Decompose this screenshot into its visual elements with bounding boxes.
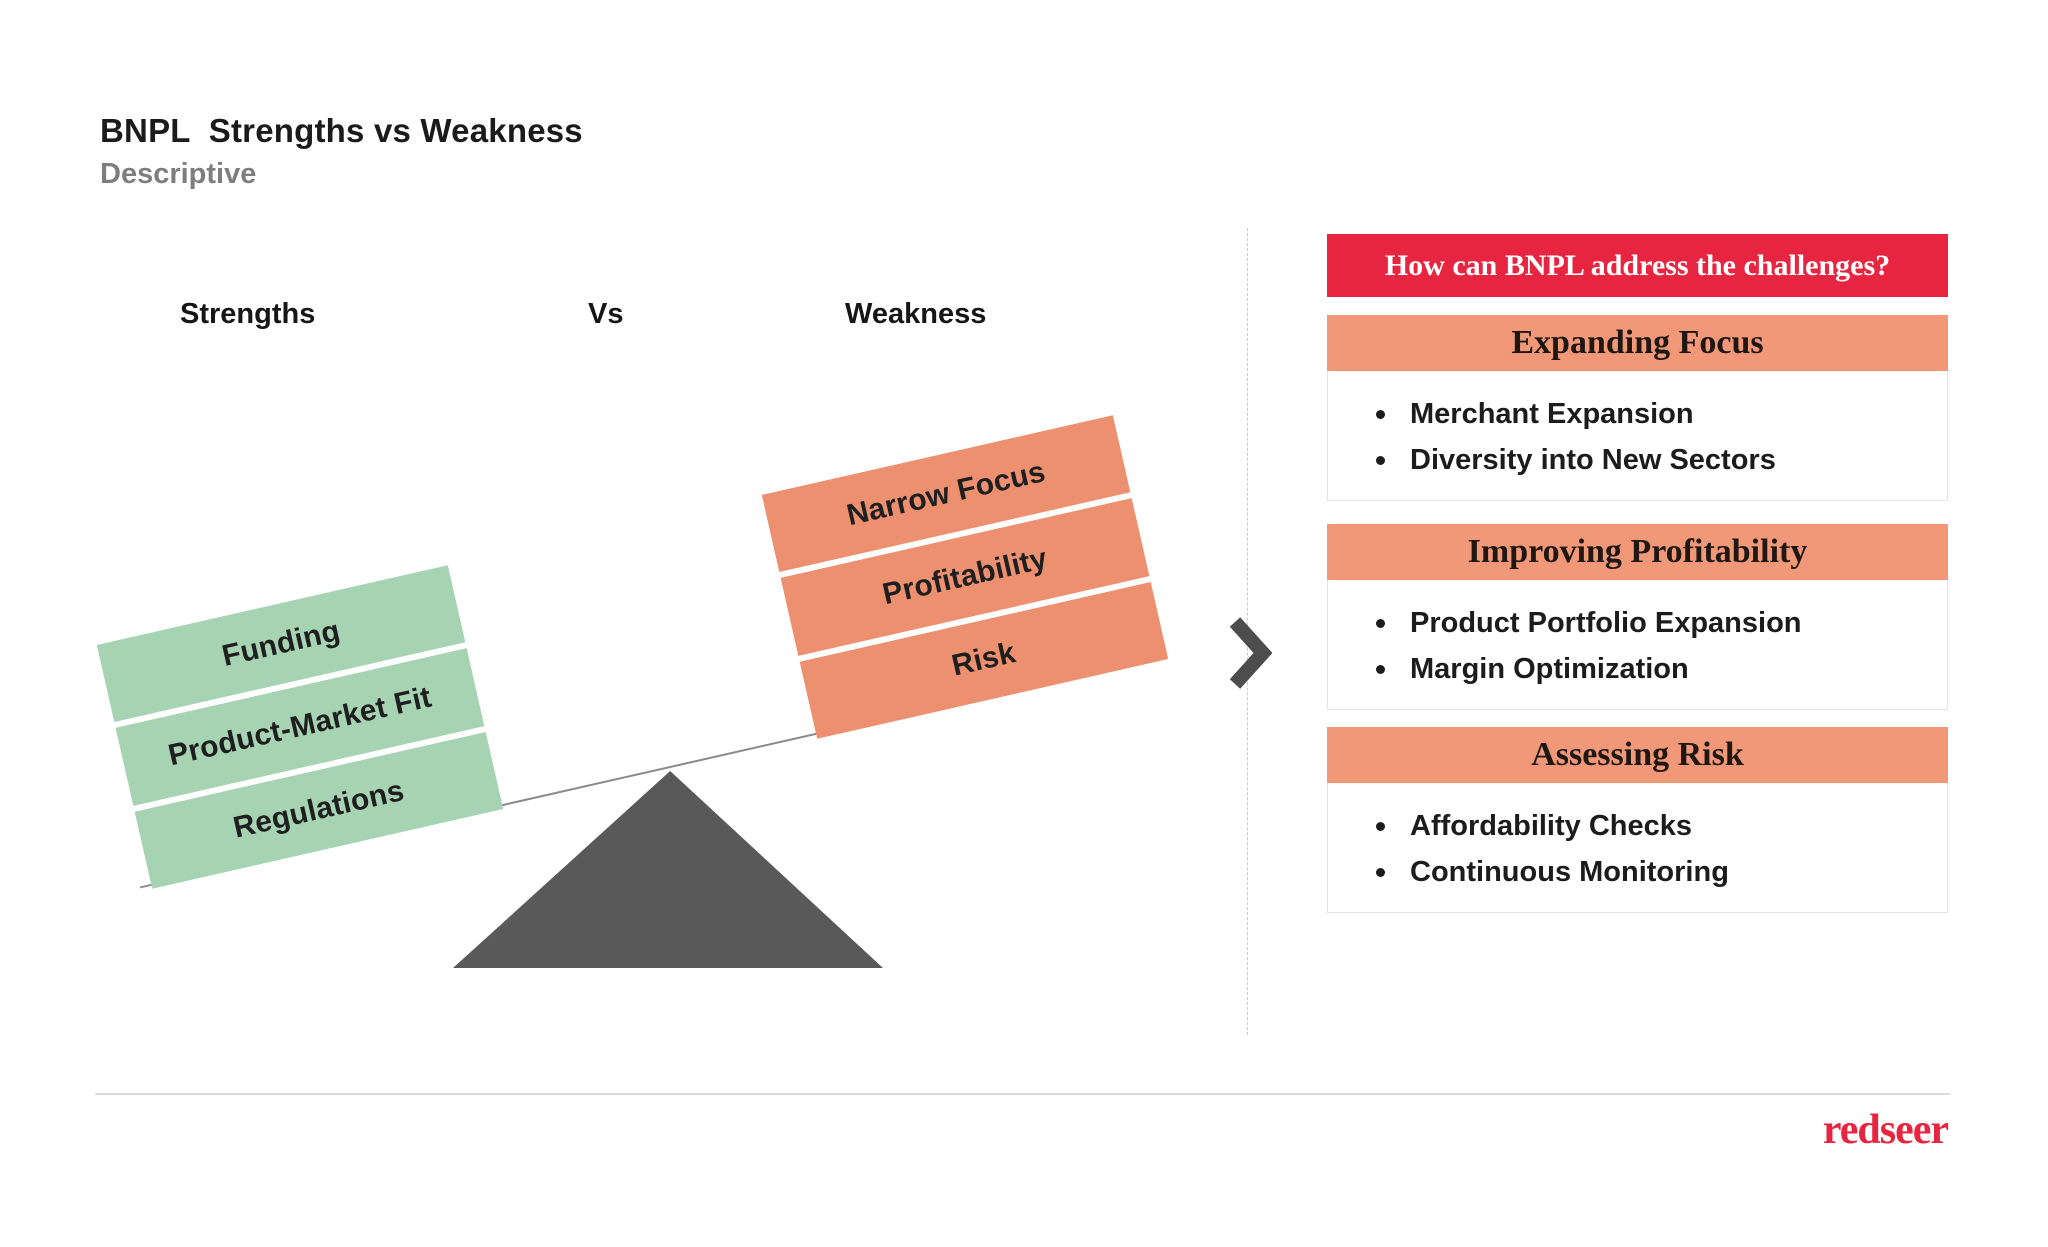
chevron-right-icon xyxy=(1229,617,1272,689)
weakness-box: Narrow Focus Profitability Risk xyxy=(761,415,1169,739)
section-body-improving-profitability: Product Portfolio Expansion Margin Optim… xyxy=(1327,580,1948,710)
section-body-assessing-risk: Affordability Checks Continuous Monitori… xyxy=(1327,783,1948,913)
bullet-item: Affordability Checks xyxy=(1370,803,1927,849)
bullet-list: Product Portfolio Expansion Margin Optim… xyxy=(1370,600,1927,692)
section-body-expanding-focus: Merchant Expansion Diversity into New Se… xyxy=(1327,371,1948,501)
footer-divider xyxy=(95,1093,1950,1095)
page-title: BNPL Strengths vs Weakness xyxy=(100,112,583,149)
bullet-item: Margin Optimization xyxy=(1370,646,1927,692)
vs-label: Vs xyxy=(588,298,624,330)
section-title-assessing-risk: Assessing Risk xyxy=(1327,727,1948,783)
section-title-improving-profitability: Improving Profitability xyxy=(1327,524,1948,580)
redseer-logo: redseer xyxy=(1822,1107,1949,1153)
bullet-item: Merchant Expansion xyxy=(1370,391,1927,437)
bullet-list: Affordability Checks Continuous Monitori… xyxy=(1370,803,1927,895)
weakness-label: Weakness xyxy=(845,298,987,330)
strengths-box: Funding Product-Market Fit Regulations xyxy=(96,565,504,889)
bullet-item: Continuous Monitoring xyxy=(1370,849,1927,895)
panel-banner: How can BNPL address the challenges? xyxy=(1327,234,1948,297)
bullet-list: Merchant Expansion Diversity into New Se… xyxy=(1370,391,1927,483)
page-subtitle: Descriptive xyxy=(100,158,257,190)
section-title-expanding-focus: Expanding Focus xyxy=(1327,315,1948,371)
strengths-label: Strengths xyxy=(180,298,316,330)
bullet-item: Diversity into New Sectors xyxy=(1370,437,1927,483)
bullet-item: Product Portfolio Expansion xyxy=(1370,600,1927,646)
